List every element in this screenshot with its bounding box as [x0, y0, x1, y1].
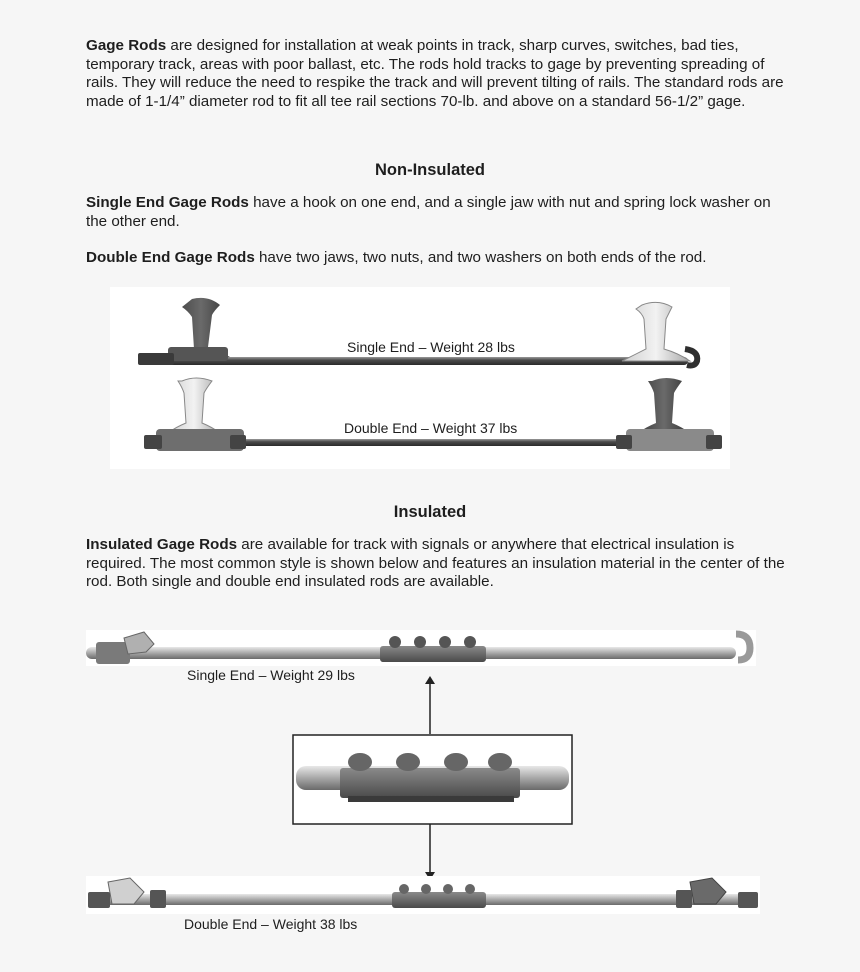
insulated-single-end-caption: Single End – Weight 29 lbs	[187, 667, 355, 683]
intro-paragraph: Gage Rods are designed for installation …	[86, 37, 786, 111]
non-insulated-rods-illustration	[138, 297, 722, 451]
insulated-rods-illustration	[86, 630, 760, 914]
non-insulated-heading: Non-Insulated	[375, 161, 485, 179]
insulated-rods-figure: Single End – Weight 29 lbs Double End – …	[0, 620, 860, 940]
non-insulated-rods-photo: Single End – Weight 28 lbs Double End – …	[110, 287, 730, 469]
arrow-up-icon	[425, 676, 435, 734]
single-end-paragraph: Single End Gage Rods have a hook on one …	[86, 194, 786, 231]
double-end-text: have two jaws, two nuts, and two washers…	[254, 249, 707, 266]
insulated-lead: Insulated Gage Rods	[86, 536, 238, 553]
double-end-caption: Double End – Weight 37 lbs	[344, 420, 518, 436]
insulated-heading: Insulated	[393, 503, 467, 521]
insulated-single-end-rod	[86, 630, 756, 666]
arrow-down-icon	[425, 824, 435, 880]
insulated-double-end-rod	[86, 876, 760, 914]
single-end-text: have a hook on one end, and a single jaw…	[86, 194, 771, 230]
single-end-lead: Single End Gage Rods	[86, 194, 249, 211]
intro-lead: Gage Rods	[86, 37, 167, 54]
single-end-caption: Single End – Weight 28 lbs	[347, 339, 515, 355]
insulation-detail-box	[292, 734, 573, 825]
double-end-rod	[144, 377, 722, 451]
insulated-text: are available for track with signals or …	[86, 536, 785, 590]
insulated-double-end-caption: Double End – Weight 38 lbs	[184, 916, 358, 932]
double-end-paragraph: Double End Gage Rods have two jaws, two …	[86, 249, 786, 268]
insulated-paragraph: Insulated Gage Rods are available for tr…	[86, 536, 786, 592]
double-end-lead: Double End Gage Rods	[86, 249, 255, 266]
intro-text: are designed for installation at weak po…	[86, 37, 784, 110]
single-end-rod	[138, 297, 701, 369]
